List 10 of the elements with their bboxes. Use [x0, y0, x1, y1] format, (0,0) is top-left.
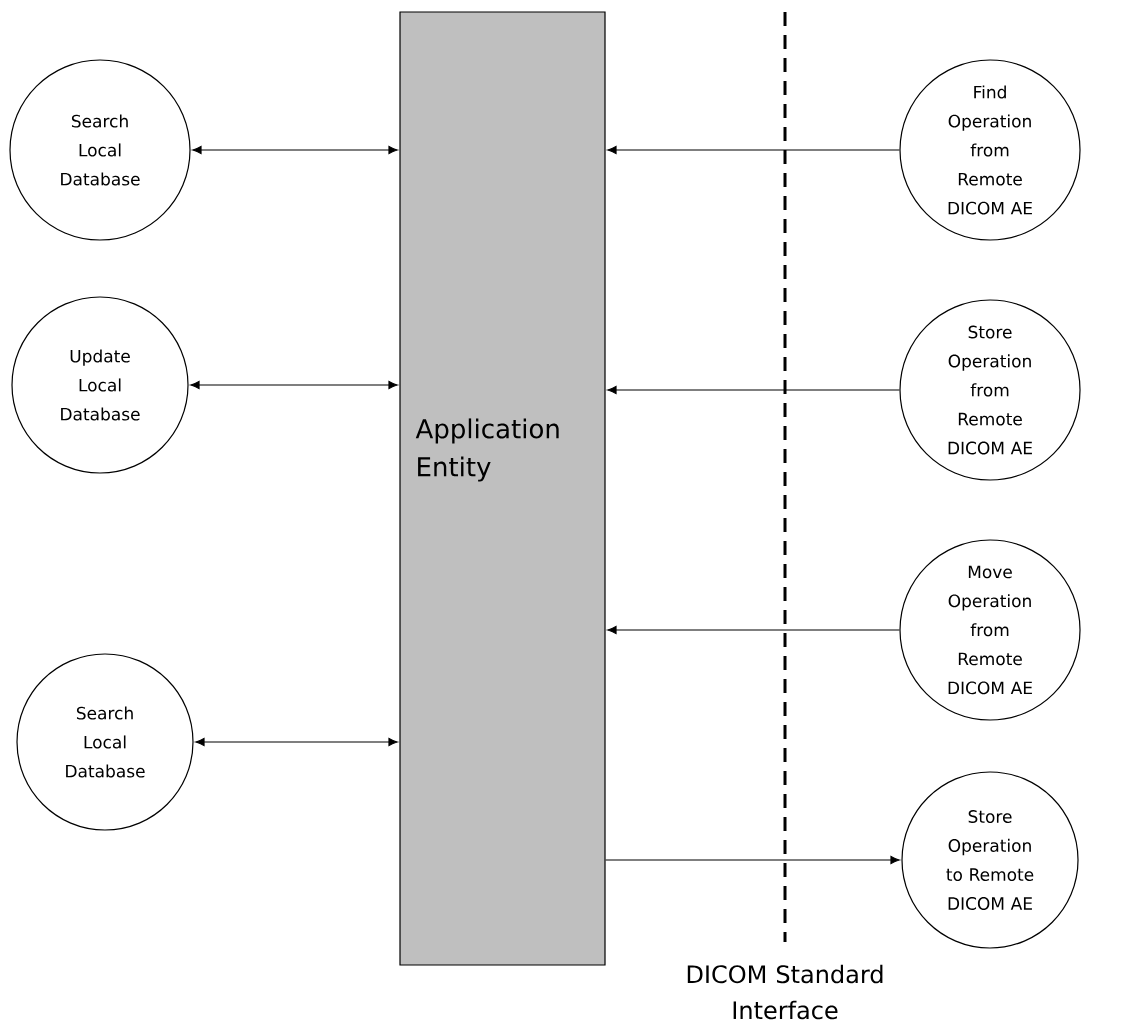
arrow [607, 146, 900, 154]
arrow [192, 146, 398, 154]
arrow [605, 856, 900, 864]
arrow [195, 738, 398, 746]
arrow [607, 386, 900, 394]
arrow [190, 381, 398, 389]
arrow [607, 626, 900, 634]
interface-label: DICOM Standard Interface [687, 964, 883, 1020]
entity-label: Application Entity [415, 418, 559, 482]
entity-box [399, 11, 606, 966]
